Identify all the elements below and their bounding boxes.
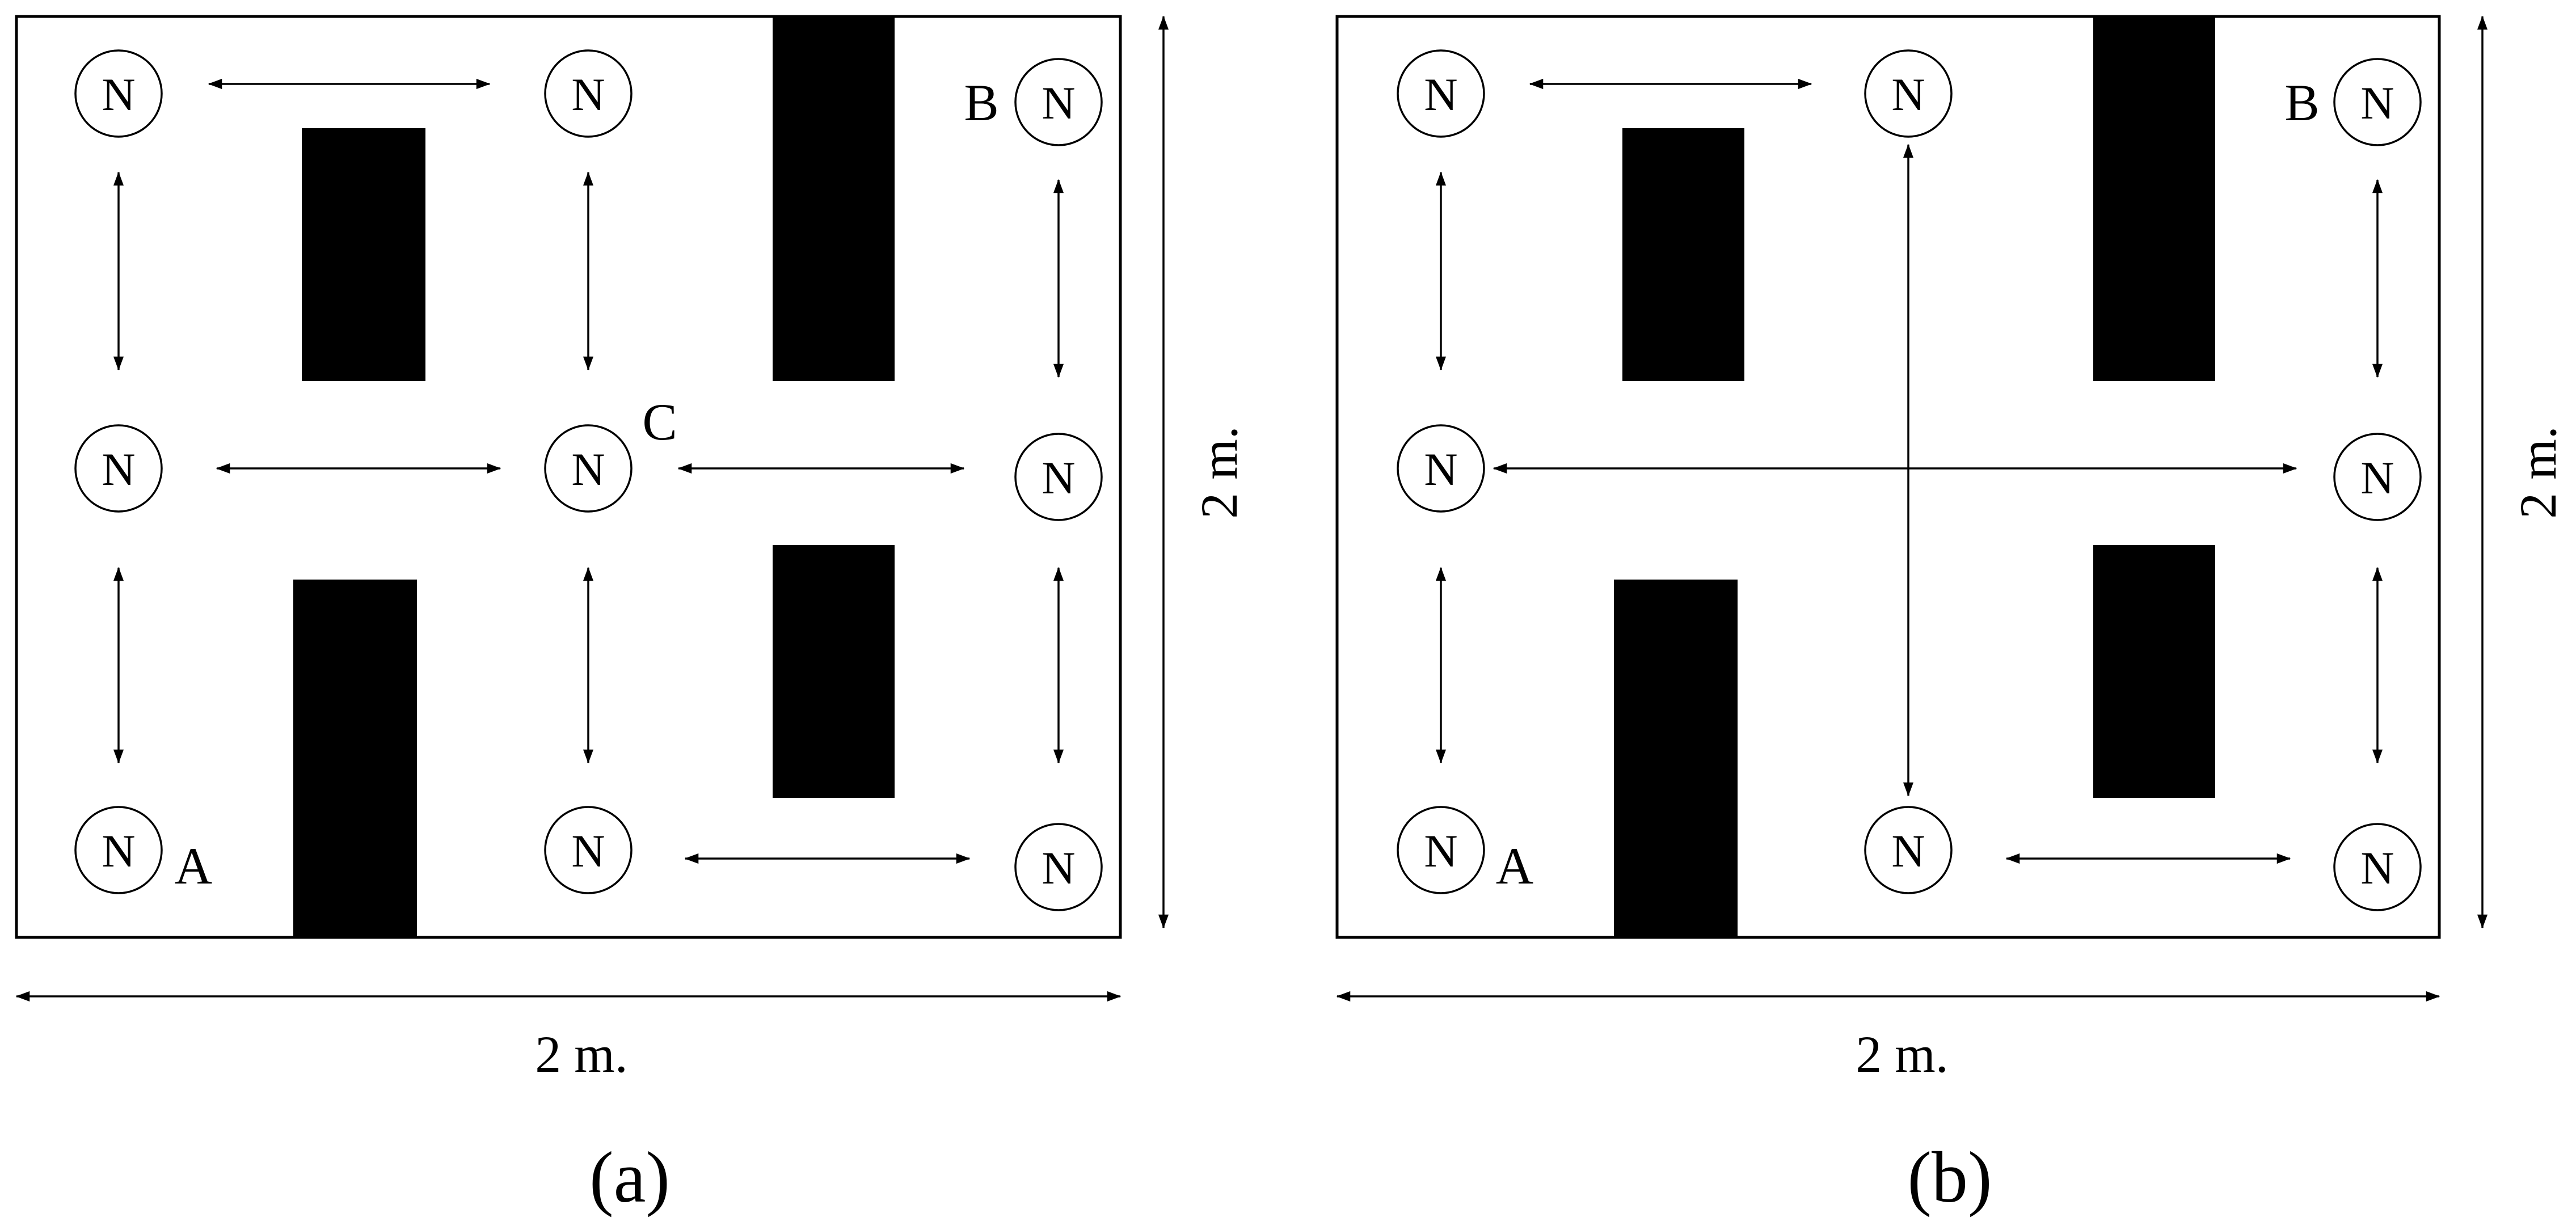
position-tag-a: A bbox=[1496, 837, 1533, 895]
node-label: N bbox=[1042, 77, 1075, 129]
position-tag-b: B bbox=[2284, 74, 2319, 132]
panel-caption: (a) bbox=[589, 1137, 670, 1218]
obstacle-block bbox=[2093, 545, 2215, 798]
node: N bbox=[74, 806, 163, 894]
node: N bbox=[2333, 433, 2422, 521]
node: N bbox=[1397, 424, 1485, 513]
node-label: N bbox=[2360, 452, 2394, 504]
node: N bbox=[74, 424, 163, 513]
node-label: N bbox=[571, 825, 605, 877]
node-label: N bbox=[2360, 77, 2394, 129]
panel-b: N N N N N N N N B A bbox=[1335, 15, 2567, 1218]
node-label: N bbox=[1891, 69, 1925, 120]
node-label: N bbox=[1042, 452, 1075, 504]
obstacle-block bbox=[773, 545, 895, 798]
width-label: 2 m. bbox=[535, 1025, 628, 1083]
node-label: N bbox=[1424, 443, 1457, 495]
node-label: N bbox=[1424, 69, 1457, 120]
panel-caption: (b) bbox=[1907, 1137, 1992, 1218]
arena-boundary bbox=[15, 15, 1122, 939]
position-tag-b: B bbox=[964, 74, 998, 132]
node: N bbox=[1014, 823, 1103, 911]
node: N bbox=[1397, 49, 1485, 138]
node: N bbox=[1864, 806, 1953, 894]
position-tag-a: A bbox=[175, 837, 212, 895]
width-label: 2 m. bbox=[1856, 1025, 1949, 1083]
obstacle-block bbox=[1614, 580, 1738, 937]
arena-boundary bbox=[1335, 15, 2441, 939]
obstacle-block bbox=[302, 128, 425, 381]
position-tag-c: C bbox=[642, 393, 677, 451]
node-label: N bbox=[102, 443, 135, 495]
node: N bbox=[2333, 58, 2422, 146]
panel-a: N N N N N N N N bbox=[15, 15, 1248, 1218]
node: N bbox=[2333, 823, 2422, 911]
node-label: N bbox=[102, 825, 135, 877]
obstacle-block bbox=[773, 16, 895, 381]
node-label: N bbox=[1042, 842, 1075, 894]
node: N bbox=[1014, 58, 1103, 146]
node-label: N bbox=[1424, 825, 1457, 877]
node-label: N bbox=[571, 69, 605, 120]
node-label: N bbox=[102, 69, 135, 120]
node: N bbox=[544, 49, 633, 138]
height-label: 2 m. bbox=[2509, 426, 2567, 519]
node: N bbox=[544, 424, 633, 513]
height-label: 2 m. bbox=[1190, 426, 1248, 519]
node-label: N bbox=[2360, 842, 2394, 894]
node-label: N bbox=[1891, 825, 1925, 877]
node: N bbox=[74, 49, 163, 138]
node-label: N bbox=[571, 443, 605, 495]
node: N bbox=[544, 806, 633, 894]
node: N bbox=[1014, 433, 1103, 521]
obstacle-block bbox=[1622, 128, 1744, 381]
obstacle-block bbox=[2093, 16, 2215, 381]
obstacle-block bbox=[293, 580, 417, 937]
node: N bbox=[1864, 49, 1953, 138]
node: N bbox=[1397, 806, 1485, 894]
